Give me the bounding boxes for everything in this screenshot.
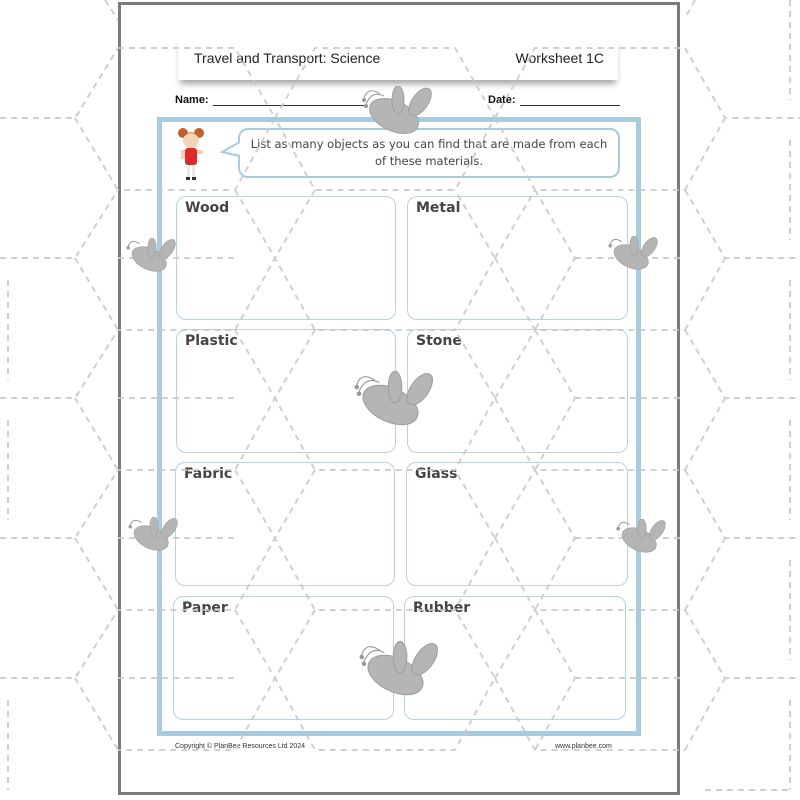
- name-field[interactable]: Name:: [175, 94, 365, 106]
- material-box-fabric[interactable]: Fabric: [175, 462, 395, 586]
- worksheet-number: Worksheet 1C: [515, 50, 604, 66]
- worksheet-title: Travel and Transport: Science: [194, 50, 381, 66]
- speech-bubble-tail-icon: [220, 141, 241, 157]
- bee-watermark-icon: [354, 370, 433, 426]
- material-label: Fabric: [184, 466, 233, 482]
- instruction-line-2: of these materials.: [375, 154, 483, 168]
- material-label: Paper: [182, 600, 228, 616]
- name-line[interactable]: [212, 95, 365, 106]
- bee-watermark-icon: [128, 517, 178, 551]
- material-box-glass[interactable]: Glass: [406, 462, 628, 586]
- material-label: Wood: [185, 200, 230, 216]
- material-box-stone[interactable]: Stone: [407, 329, 628, 453]
- material-label: Rubber: [413, 600, 471, 616]
- material-box-wood[interactable]: Wood: [176, 196, 396, 320]
- worksheet-header: Travel and Transport: Science Worksheet …: [178, 36, 618, 80]
- bee-watermark-icon: [359, 640, 438, 696]
- bee-watermark-icon: [616, 519, 666, 553]
- date-label: Date:: [488, 94, 516, 106]
- bee-watermark-icon: [608, 236, 658, 270]
- date-field[interactable]: Date:: [488, 94, 620, 106]
- copyright-text: Copyright © PlanBee Resources Ltd 2024: [175, 743, 306, 750]
- bee-watermark-icon: [126, 238, 176, 272]
- girl-character-icon: [178, 128, 204, 180]
- website-text: www.planbee.com: [555, 743, 612, 750]
- material-label: Glass: [415, 466, 458, 482]
- date-line[interactable]: [519, 95, 620, 106]
- material-label: Stone: [416, 333, 462, 349]
- material-label: Metal: [416, 200, 461, 216]
- material-label: Plastic: [185, 333, 238, 349]
- material-box-metal[interactable]: Metal: [407, 196, 628, 320]
- bee-watermark-icon: [362, 86, 432, 134]
- name-label: Name:: [175, 94, 209, 106]
